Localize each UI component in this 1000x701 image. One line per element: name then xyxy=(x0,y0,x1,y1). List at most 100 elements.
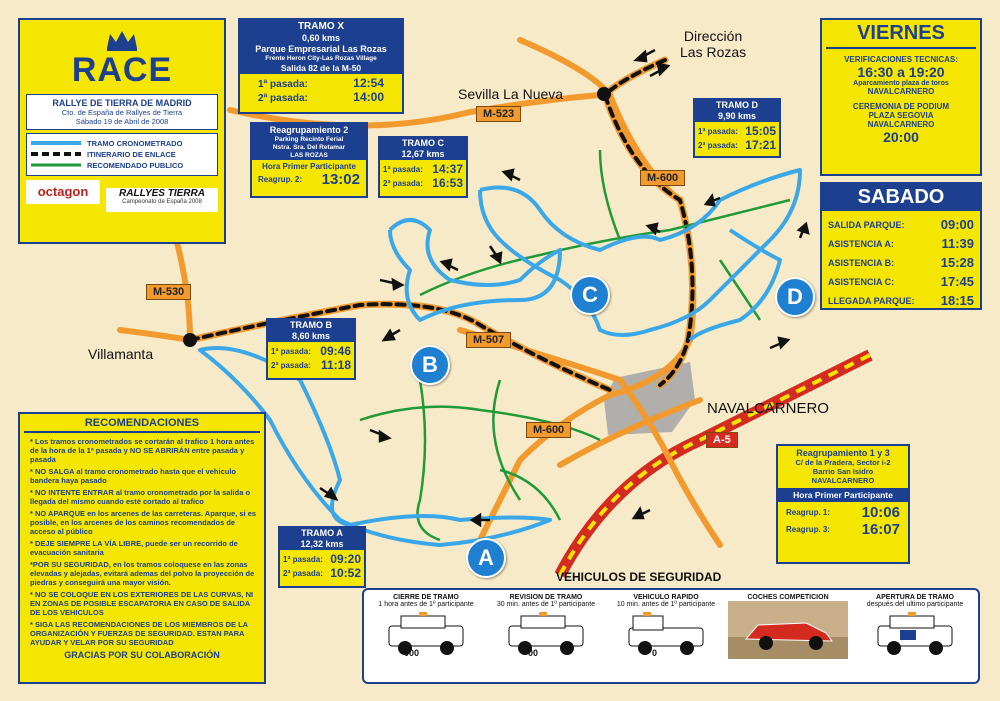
sabado-row-salida: SALIDA PARQUE:09:00 xyxy=(828,215,974,234)
recomendacion-item: *POR SU SEGURIDAD, en los tramos coloque… xyxy=(30,560,255,587)
reagrup2-line1: Parking Recinto Ferial xyxy=(252,136,366,144)
recomendacion-item: * Los tramos cronometrados se cortarán a… xyxy=(30,437,255,464)
place-sevilla-la-nueva: Sevilla La Nueva xyxy=(458,86,564,102)
rallyes-tierra-subtext: Campeonato de España 2008 xyxy=(122,199,202,205)
vehicle-revision: REVISION DE TRAMO 30 min. antes de 1º pa… xyxy=(488,594,604,662)
sabado-row-llegada-time: 18:15 xyxy=(940,293,974,308)
sabado-row-asist-b-label: ASISTENCIA B: xyxy=(828,257,895,268)
direction-line2: Las Rozas xyxy=(680,44,747,60)
tramo-c-title: TRAMO C xyxy=(380,138,466,149)
tramo-a-km: 12,32 kms xyxy=(280,539,364,550)
sabado-panel: SABADO SALIDA PARQUE:09:00 ASISTENCIA A:… xyxy=(820,182,982,310)
tramo-a-pass2-label: 2ª pasada: xyxy=(283,568,323,578)
reagrup1-time: 10:06 xyxy=(861,504,900,521)
tramo-d-pass1: 1ª pasada:15:05 xyxy=(695,122,779,138)
tramo-x-pass2: 2ª pasada:14:00 xyxy=(240,90,402,104)
tramo-a-panel: TRAMO A 12,32 kms 1ª pasada:09:20 2ª pas… xyxy=(278,526,366,588)
suv-car-icon xyxy=(388,612,464,655)
tramo-x-place: Parque Empresarial Las Rozas xyxy=(240,44,402,55)
tramo-x-detail: Frente Heron City-Las Rozas Village xyxy=(240,55,402,63)
recomendacion-item: * NO SALGA al tramo cronometrado hasta q… xyxy=(30,467,237,485)
navalcarnero-town-area xyxy=(604,362,695,435)
viernes-panel: VIERNES VERIFICACIONES TECNICAS: 16:30 a… xyxy=(820,18,982,176)
stage-marker-a: A xyxy=(466,538,506,578)
tramo-x-pass1-time: 12:54 xyxy=(353,76,384,90)
tramo-d-km: 9,90 kms xyxy=(695,111,779,122)
ceremonia-line1: CEREMONIA DE PODIUM xyxy=(852,102,950,111)
legend-swatch-public xyxy=(31,163,81,167)
vehicle-rapido-number: 0 xyxy=(652,648,658,658)
tramo-c-pass1-time: 14:37 xyxy=(432,162,463,176)
recomendacion-item: * NO INTENTE ENTRAR al tramo cronometrad… xyxy=(30,488,251,506)
tramo-d-pass2-time: 17:21 xyxy=(745,138,776,152)
tramo-c-km: 12,67 kms xyxy=(380,149,466,160)
sabado-row-asist-a-label: ASISTENCIA A: xyxy=(828,238,894,249)
recomendacion-item: * NO APARQUE en los arcenes de las carre… xyxy=(30,509,257,536)
vehicle-cierre: CIERRE DE TRAMO 1 hora antes de 1º parti… xyxy=(368,594,484,662)
tramo-b-pass2: 2ª pasada:11:18 xyxy=(268,358,354,372)
tramo-x-pass1: 1ª pasada:12:54 xyxy=(240,74,402,90)
tramo-x-pass2-time: 14:00 xyxy=(353,90,384,104)
tramo-b-pass1: 1ª pasada:09:46 xyxy=(268,342,354,358)
tramo-x-panel: TRAMO X 0,60 kms Parque Empresarial Las … xyxy=(238,18,404,114)
vehicle-revision-desc: 30 min. antes de 1º participante xyxy=(496,601,596,608)
tramo-x-title: TRAMO X xyxy=(240,20,402,33)
vehicle-cierre-name: CIERRE DE TRAMO xyxy=(393,594,459,601)
legend-swatch-stage xyxy=(31,141,81,145)
legend-label-link: ITINERARIO DE ENLACE xyxy=(87,150,176,159)
direction-arrows xyxy=(319,48,810,528)
race-info-panel: RACE RALLYE DE TIERRA DE MADRID Cto. de … xyxy=(18,18,226,244)
tramo-b-km: 8,60 kms xyxy=(268,331,354,342)
vehicle-revision-name: REVISION DE TRAMO xyxy=(509,594,583,601)
reagrup2-line3: LAS ROZAS xyxy=(252,152,366,160)
legend-swatch-link xyxy=(31,152,81,156)
rallyes-tierra-text: RALLYES TIERRA xyxy=(119,188,205,199)
tramo-x-km: 0,60 kms xyxy=(240,33,402,44)
reagrup13-title: Reagrupamiento 1 y 3 xyxy=(796,448,890,458)
tramo-a-pass1-time: 09:20 xyxy=(330,552,361,566)
reagrup2-time: 13:02 xyxy=(321,171,360,188)
vehicle-competicion-name: COCHES COMPETICION xyxy=(747,594,829,601)
tramo-a-pass1: 1ª pasada:09:20 xyxy=(280,550,364,566)
sabado-row-asist-a-time: 11:39 xyxy=(941,236,974,251)
rally-subtitle: Cto. de España de Rallyes de Tierra xyxy=(61,108,183,117)
vehiculos-title: VEHICULOS DE SEGURIDAD xyxy=(556,570,722,584)
tramo-a-pass2-time: 10:52 xyxy=(330,566,361,580)
stage-routes xyxy=(198,168,802,547)
tramo-c-pass1: 1ª pasada: 14:37 xyxy=(380,160,466,176)
stage-marker-b: B xyxy=(410,345,450,385)
tramo-d-pass2-label: 2ª pasada: xyxy=(698,140,738,150)
rally-car-photo xyxy=(728,601,848,659)
tramo-b-pass1-label: 1ª pasada: xyxy=(271,346,311,356)
stage-marker-d: D xyxy=(775,277,815,317)
reagrup2-time-row: Reagrup. 2: 13:02 xyxy=(252,171,366,188)
vehicle-cierre-number: 000 xyxy=(404,648,420,658)
reagrupamiento-1-3-panel: Reagrupamiento 1 y 3 C/ de la Pradera, S… xyxy=(776,444,910,564)
tramo-d-pass2: 2ª pasada: 17:21 xyxy=(695,138,779,152)
recomendaciones-panel: RECOMENDACIONES * Los tramos cronometrad… xyxy=(18,412,266,684)
reagrup2-title: Reagrupamiento 2 xyxy=(252,124,366,136)
legend-item-link: ITINERARIO DE ENLACE xyxy=(31,150,213,159)
sabado-title: SABADO xyxy=(822,184,980,211)
tramo-b-title: TRAMO B xyxy=(268,320,354,331)
vehicle-rapido-desc: 10 min. antes de 1º participante xyxy=(616,601,716,608)
recomendacion-item: * DEJE SIEMPRE LA VÍA LIBRE, puede ser u… xyxy=(30,539,238,557)
tramo-c-panel: TRAMO C 12,67 kms 1ª pasada:14:37 2ª pas… xyxy=(378,136,468,198)
road-label-m600-north: M-600 xyxy=(640,170,686,186)
recomendaciones-title: RECOMENDACIONES xyxy=(84,417,200,429)
sabado-row-asist-c: ASISTENCIA C:17:45 xyxy=(828,272,974,291)
stage-marker-c: C xyxy=(570,275,610,315)
reagrup13-hora: Hora Primer Participante xyxy=(778,488,908,502)
public-routes xyxy=(359,149,791,542)
legend: TRAMO CRONOMETRADO ITINERARIO DE ENLACE … xyxy=(26,133,218,176)
vehicle-rapido-name: VEHICULO RAPIDO xyxy=(633,594,699,601)
vehicle-revision-number: 00 xyxy=(528,648,539,658)
tramo-c-pass1-label: 1ª pasada: xyxy=(383,164,423,174)
tramo-d-title: TRAMO D xyxy=(695,100,779,111)
sabado-row-asist-c-time: 17:45 xyxy=(940,274,974,289)
reagrup2-label: Reagrup. 2: xyxy=(258,175,303,184)
reagrup2-line2: Nstra. Sra. Del Retamar xyxy=(252,144,366,152)
reagrup1-row: Reagrup. 1:10:06 xyxy=(778,502,908,521)
direction-las-rozas: Dirección Las Rozas xyxy=(680,28,746,60)
road-label-m523: M-523 xyxy=(476,106,522,122)
